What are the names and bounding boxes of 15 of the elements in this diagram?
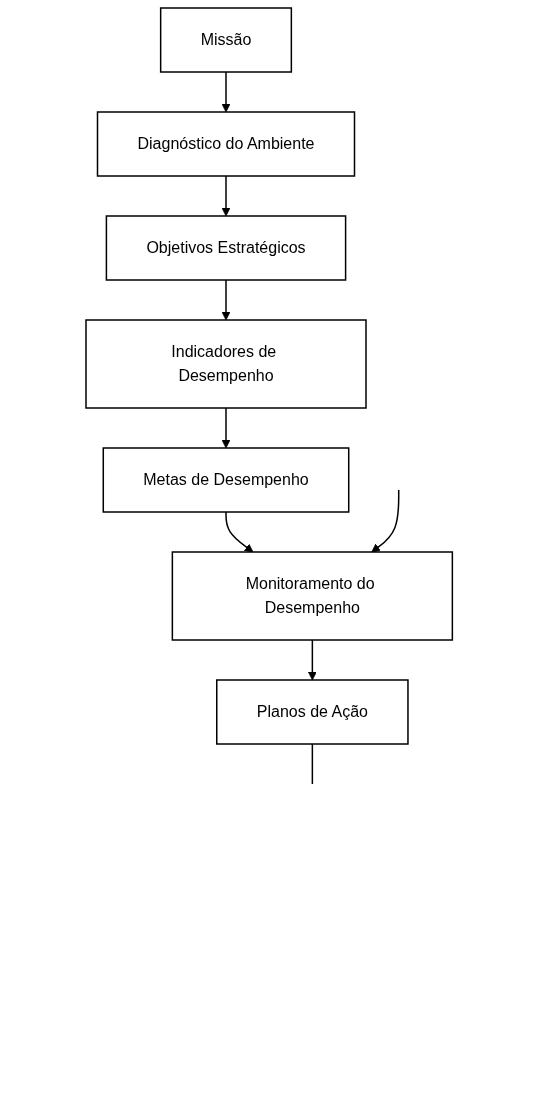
arrow bbox=[307, 639, 317, 681]
arrow bbox=[221, 71, 231, 113]
connector bbox=[311, 743, 313, 785]
arrow bbox=[221, 175, 231, 217]
arrow bbox=[221, 407, 231, 449]
node-box: Objetivos Estratégicos bbox=[105, 215, 347, 281]
node-box: Missão bbox=[159, 7, 292, 73]
node-box: Diagnóstico do Ambiente bbox=[96, 111, 356, 177]
node-box: Indicadores de Desempenho bbox=[85, 319, 367, 409]
arrow bbox=[221, 279, 231, 321]
node-box: Metas de Desempenho bbox=[102, 447, 350, 513]
arrow bbox=[225, 511, 254, 553]
node-box: Planos de Ação bbox=[215, 679, 409, 745]
node-box: Monitoramento do Desempenho bbox=[171, 551, 453, 641]
arrow bbox=[371, 489, 400, 553]
